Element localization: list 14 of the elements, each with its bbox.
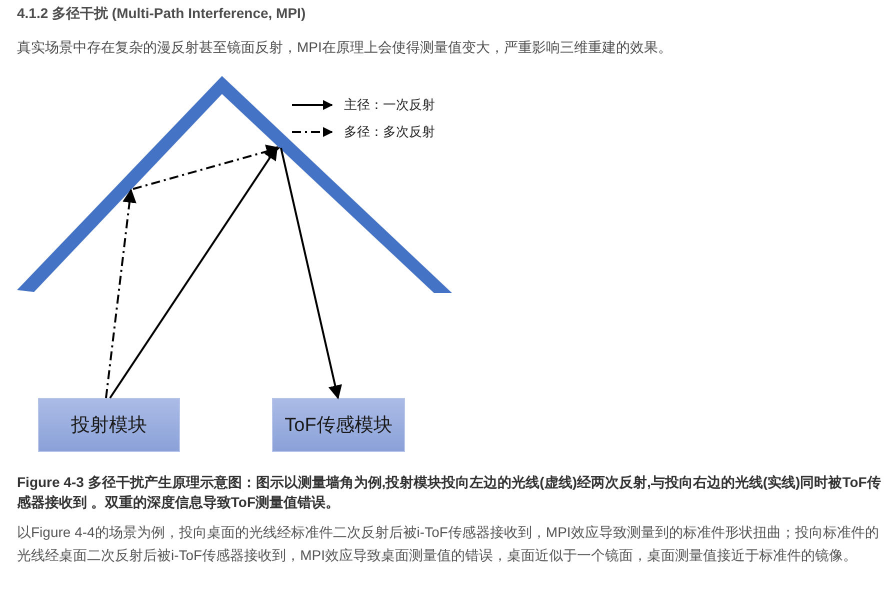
body-paragraph: 以Figure 4-4的场景为例，投向桌面的光线经标准件二次反射后被i-ToF传感器接收到，MPI效应导致测量到的标准件形状扭曲；投向标准件的光线经桌面二次反射后被i-ToF传感器接收到，MPI效应导致桌面测量值的错误，桌面近似于一个镜面，桌面测量值接近于标准件的镜像。: [17, 523, 880, 565]
legend-label: 多径：多次反射: [344, 123, 435, 141]
figure-caption: Figure 4-3 多径干扰产生原理示意图：图示以测量墙角为例,投射模块投向左边的光线(虚线)经两次反射,与投向右边的光线(实线)同时被ToF传感器接收到 。双重的深度信息导致ToF测量值错误。: [17, 473, 882, 512]
intro-paragraph: 真实场景中存在复杂的漫反射甚至镜面反射，MPI在原理上会使得测量值变大，严重影响三维重建的效果。: [17, 39, 673, 57]
dash-dot-arrow: [132, 144, 280, 190]
projector-module-box: 投射模块: [38, 398, 180, 452]
arrow: [280, 148, 342, 400]
tof-sensor-module-box: ToF传感模块: [272, 398, 405, 452]
right-wall-face: [222, 76, 452, 294]
arrow: [109, 146, 278, 399]
left-wall-face: [17, 76, 222, 294]
dash-dot-arrow: [105, 188, 136, 398]
section-heading: 4.1.2 多径干扰 (Multi-Path Interference, MPI): [17, 5, 306, 23]
legend-label: 主径：一次反射: [344, 96, 435, 114]
